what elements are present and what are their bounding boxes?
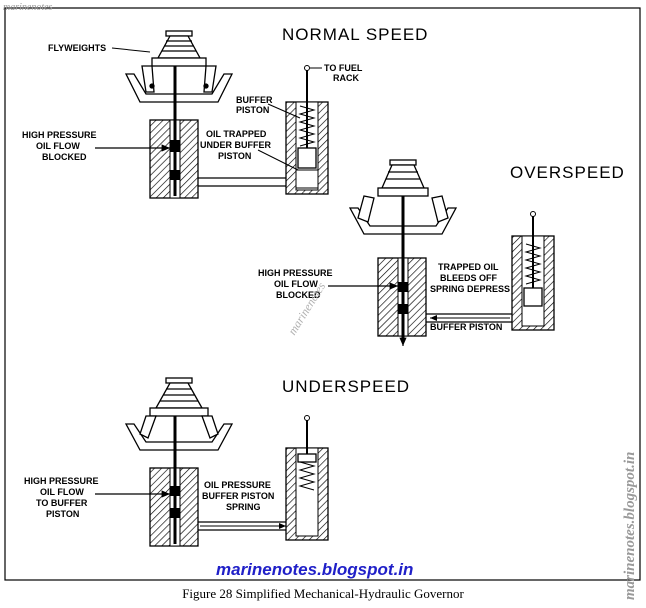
buffer-piston-label: BUFFER PISTON — [430, 322, 502, 332]
hp-label-3: TO BUFFER — [36, 498, 88, 508]
normal-speed-panel: NORMAL SPEED — [22, 25, 428, 199]
trap-label-1: OIL TRAPPED — [206, 129, 267, 139]
diagram-border — [4, 7, 641, 581]
to-fuel-label: TO FUEL — [324, 63, 363, 73]
blog-watermark: marinenotes.blogspot.in — [216, 560, 414, 579]
buffer-spring — [524, 243, 542, 285]
oil-label-3: SPRING — [226, 502, 261, 512]
underspeed-panel: UNDERSPEED HIGH PRESSURE OIL FLO — [24, 377, 410, 547]
flyweight-cup — [348, 195, 458, 235]
speeder-spring — [377, 159, 429, 197]
buffer-piston — [523, 287, 543, 307]
watermark-top: marinenotes — [3, 2, 53, 13]
normal-speed-title: NORMAL SPEED — [282, 25, 428, 44]
speeder-spring — [149, 377, 209, 417]
piston-label: PISTON — [236, 105, 269, 115]
trap-label-2: BLEEDS OFF — [440, 273, 498, 283]
speeder-spring — [151, 30, 207, 67]
hp-label-2: OIL FLOW — [274, 279, 318, 289]
hp-label-2: OIL FLOW — [36, 141, 80, 151]
buffer-piston — [297, 147, 317, 169]
hp-label-3: BLOCKED — [276, 290, 321, 300]
flyweight-cup — [124, 415, 234, 451]
hp-label-1: HIGH PRESSURE — [258, 268, 333, 278]
buffer-piston — [297, 453, 317, 463]
trap-label-1: TRAPPED OIL — [438, 262, 499, 272]
oil-label-1: OIL PRESSURE — [204, 480, 271, 490]
buffer-label: BUFFER — [236, 95, 273, 105]
underspeed-title: UNDERSPEED — [282, 377, 410, 396]
trap-label-2: UNDER BUFFER — [200, 140, 271, 150]
hp-label-4: PISTON — [46, 509, 79, 519]
trap-label-3: PISTON — [218, 151, 251, 161]
overspeed-title: OVERSPEED — [510, 163, 625, 182]
buffer-spring — [298, 105, 316, 147]
hp-label-3: BLOCKED — [42, 152, 87, 162]
oil-label-2: BUFFER PISTON — [202, 491, 274, 501]
flyweights-label: FLYWEIGHTS — [48, 43, 106, 53]
flyweight-cup — [124, 65, 234, 103]
hp-label-1: HIGH PRESSURE — [24, 476, 99, 486]
rack-label: RACK — [333, 73, 359, 83]
hp-label-1: HIGH PRESSURE — [22, 130, 97, 140]
hp-label-2: OIL FLOW — [40, 487, 84, 497]
side-watermark: marinenotes.blogspot.in — [622, 451, 638, 600]
figure-caption: Figure 28 Simplified Mechanical-Hydrauli… — [182, 586, 464, 601]
buffer-spring — [298, 461, 316, 491]
trap-label-3: SPRING DEPRESS — [430, 284, 510, 294]
overspeed-panel: OVERSPEED HIGH PRESSURE OIL FLOW — [258, 159, 625, 346]
